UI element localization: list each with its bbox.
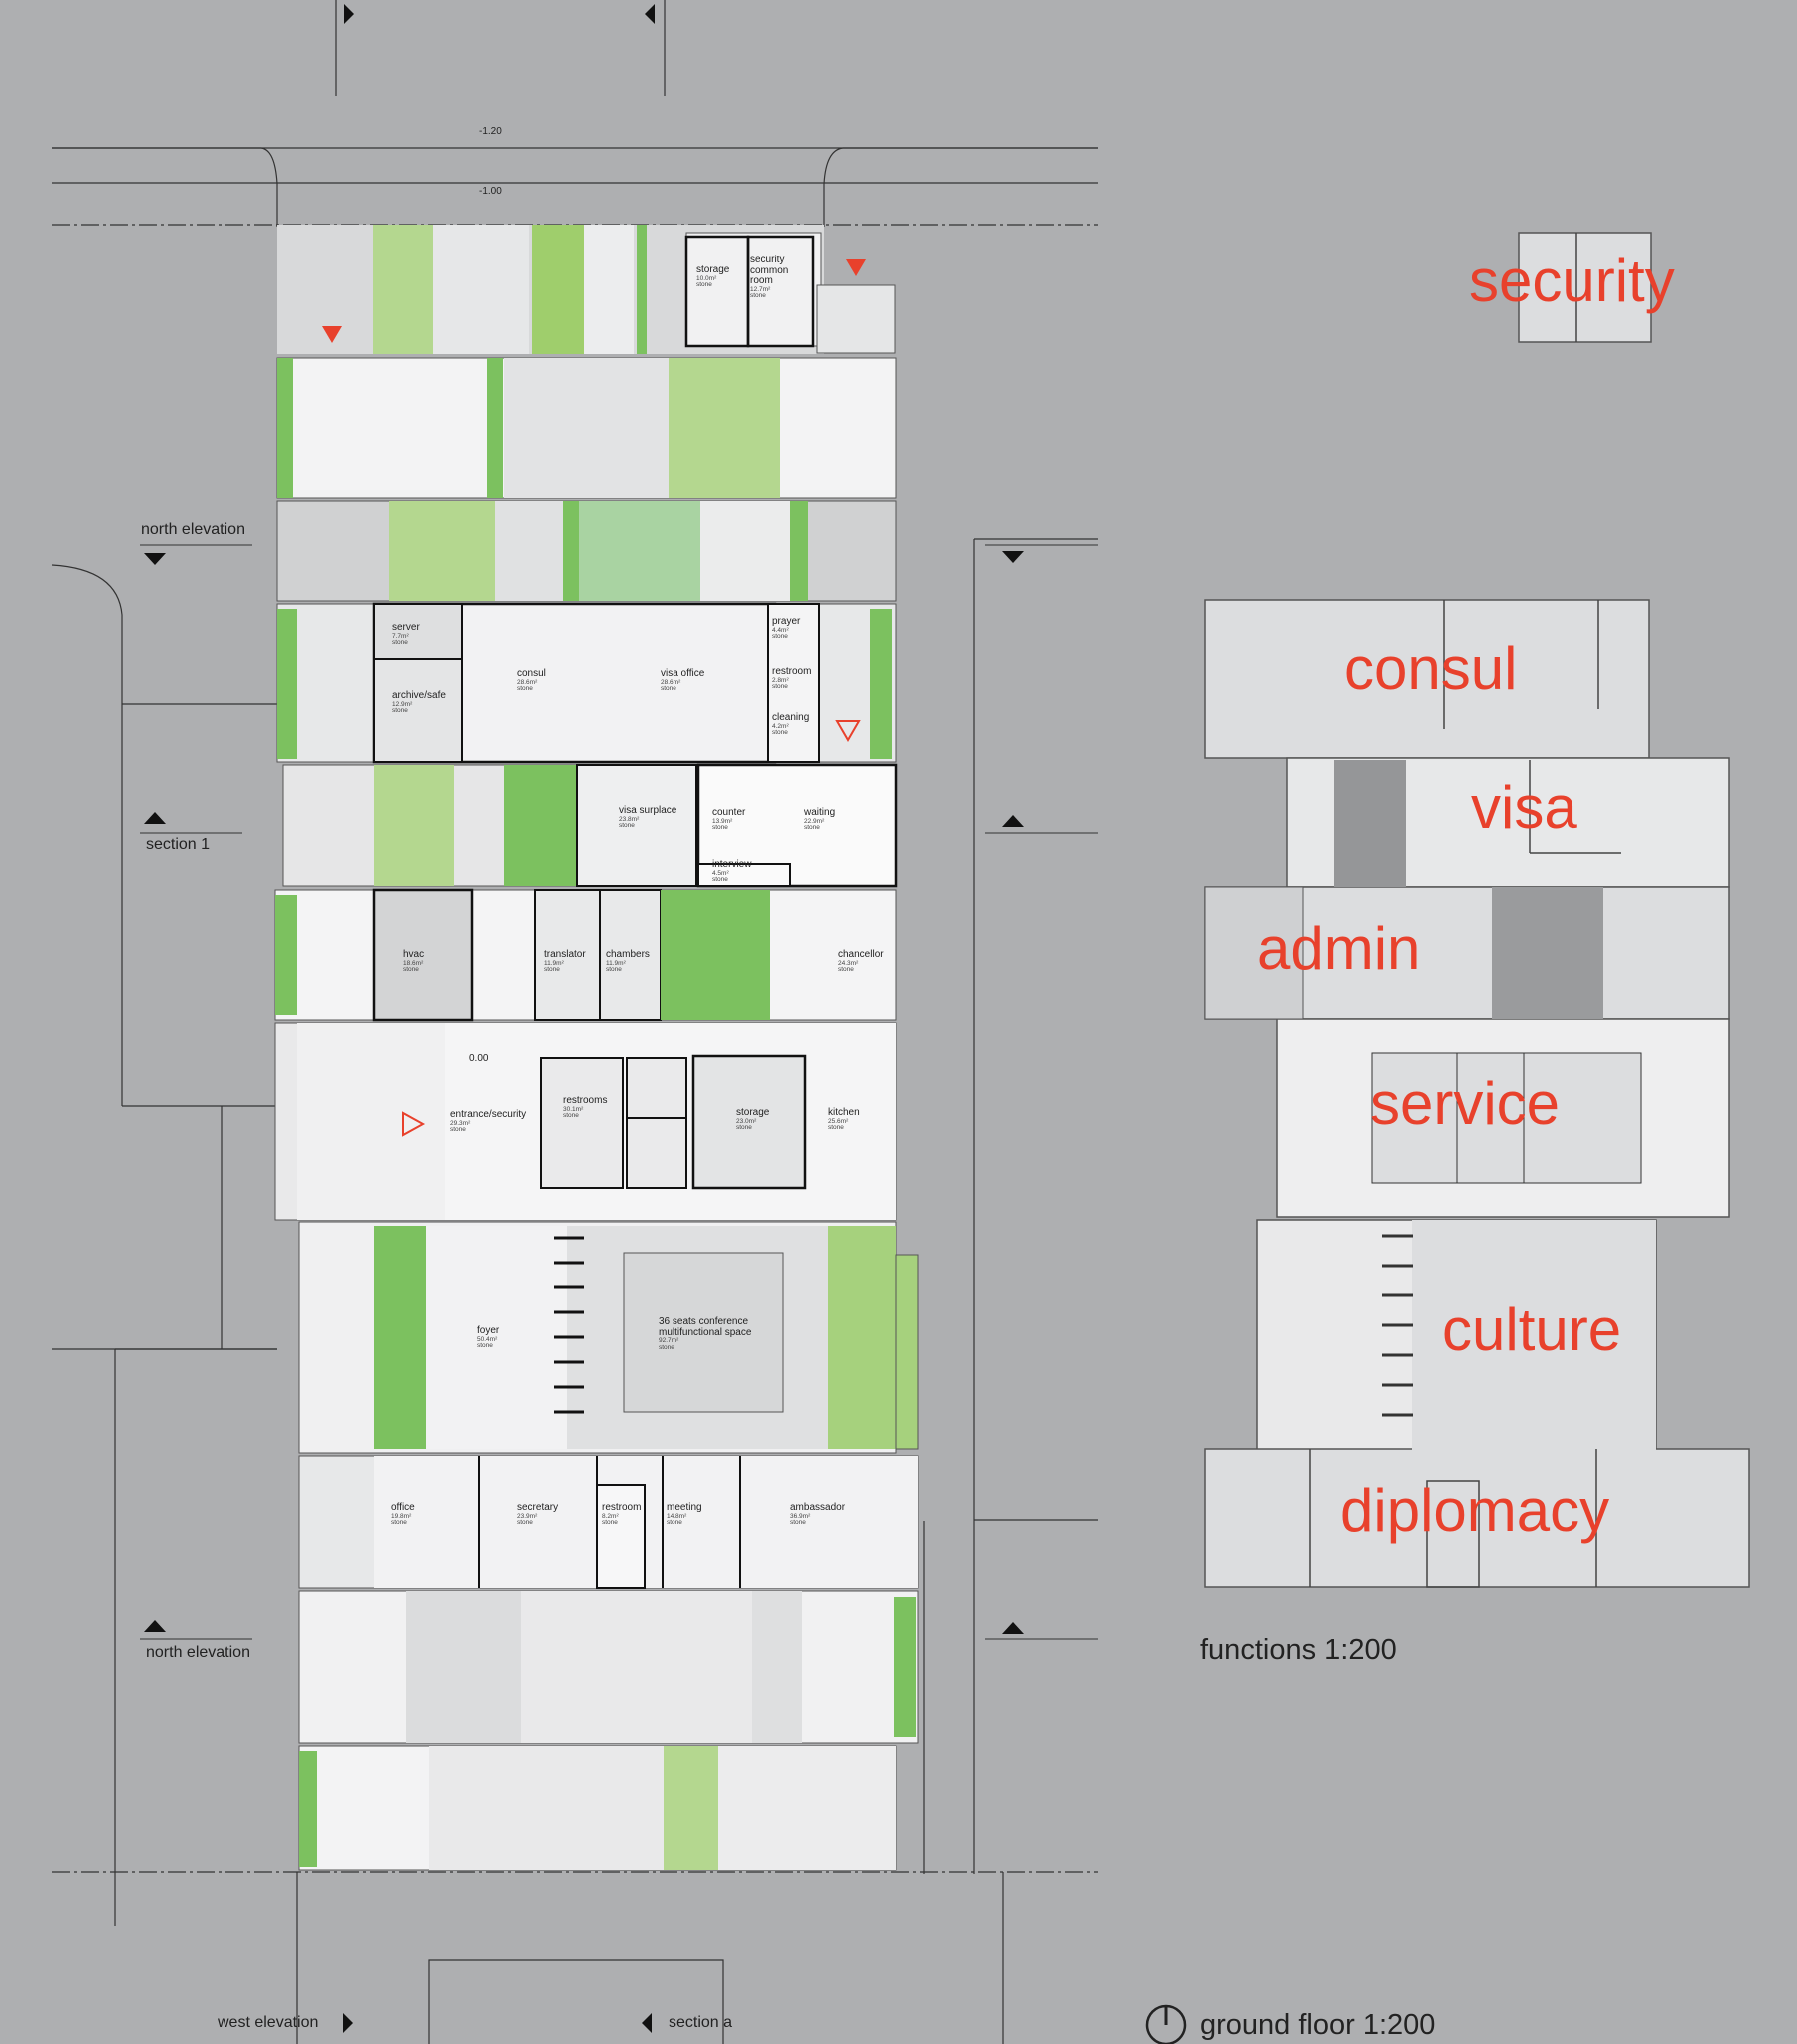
- label-west-elevation: west elevation: [218, 2014, 319, 2031]
- label-north-elevation-top: north elevation: [141, 521, 245, 538]
- level-street-lower: -1.00: [479, 186, 502, 197]
- ground-floor-scale-title: ground floor 1:200: [1200, 2009, 1436, 2041]
- functions-scale-title: functions 1:200: [1200, 1634, 1397, 1666]
- function-admin: admin: [1257, 915, 1421, 982]
- function-consul: consul: [1344, 635, 1518, 702]
- function-culture: culture: [1442, 1296, 1622, 1363]
- level-ground: 0.00: [469, 1053, 489, 1064]
- label-section-a: section a: [669, 2014, 733, 2031]
- function-security: security: [1469, 248, 1675, 314]
- room-label: 36 seats conference multifunctional spac…: [659, 1316, 752, 1351]
- level-street-upper: -1.20: [479, 126, 502, 137]
- label-north-elevation-bottom: north elevation: [146, 1644, 250, 1661]
- label-section-1: section 1: [146, 836, 211, 853]
- function-service: service: [1370, 1070, 1561, 1137]
- function-visa: visa: [1471, 774, 1577, 841]
- function-diplomacy: diplomacy: [1340, 1477, 1610, 1544]
